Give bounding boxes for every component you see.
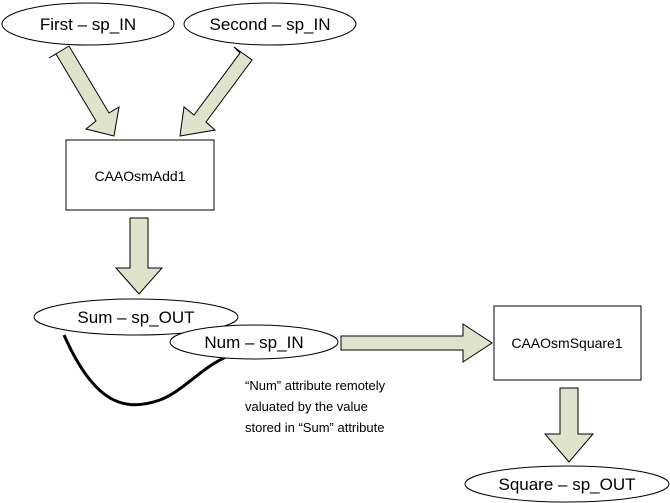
node-sum-label: Sum – sp_OUT: [77, 308, 194, 327]
node-second-shape: [183, 2, 357, 46]
node-first: First – sp_IN: [1, 2, 175, 46]
node-first-label: First – sp_IN: [40, 15, 136, 34]
arrow-first-to-add: [48, 45, 120, 137]
note-line-2: valuated by the value: [245, 399, 368, 414]
arrow-num-to-square: [340, 323, 493, 363]
node-second: Second – sp_IN: [183, 2, 357, 46]
node-num: Num – sp_IN: [169, 324, 339, 360]
arrow-square-to-out: [543, 387, 595, 463]
node-square-box: CAAOsmSquare1: [493, 305, 642, 381]
node-sum-shape: [33, 298, 239, 336]
node-first-shape: [1, 2, 175, 46]
node-second-label: Second – sp_IN: [210, 15, 331, 34]
note-line-1: “Num” attribute remotely: [245, 378, 386, 393]
note: “Num” attribute remotely valuated by the…: [245, 378, 386, 435]
node-square-box-shape: [493, 305, 642, 381]
node-num-shape: [169, 324, 339, 360]
arrow-add-to-sum: [114, 217, 164, 295]
note-line-3: stored in “Sum” attribute: [245, 420, 384, 435]
node-sum: Sum – sp_OUT: [33, 298, 239, 336]
node-num-label: Num – sp_IN: [204, 333, 303, 352]
node-square-out-shape: [464, 465, 670, 503]
node-add-shape: [65, 139, 215, 211]
node-square-box-label: CAAOsmSquare1: [511, 335, 622, 351]
node-add: CAAOsmAdd1: [65, 139, 215, 211]
connector-curve: [62, 334, 231, 407]
arrow-second-to-add: [179, 46, 253, 137]
node-square-out: Square – sp_OUT: [464, 465, 670, 503]
node-square-out-label: Square – sp_OUT: [498, 475, 635, 494]
node-add-label: CAAOsmAdd1: [94, 168, 185, 184]
